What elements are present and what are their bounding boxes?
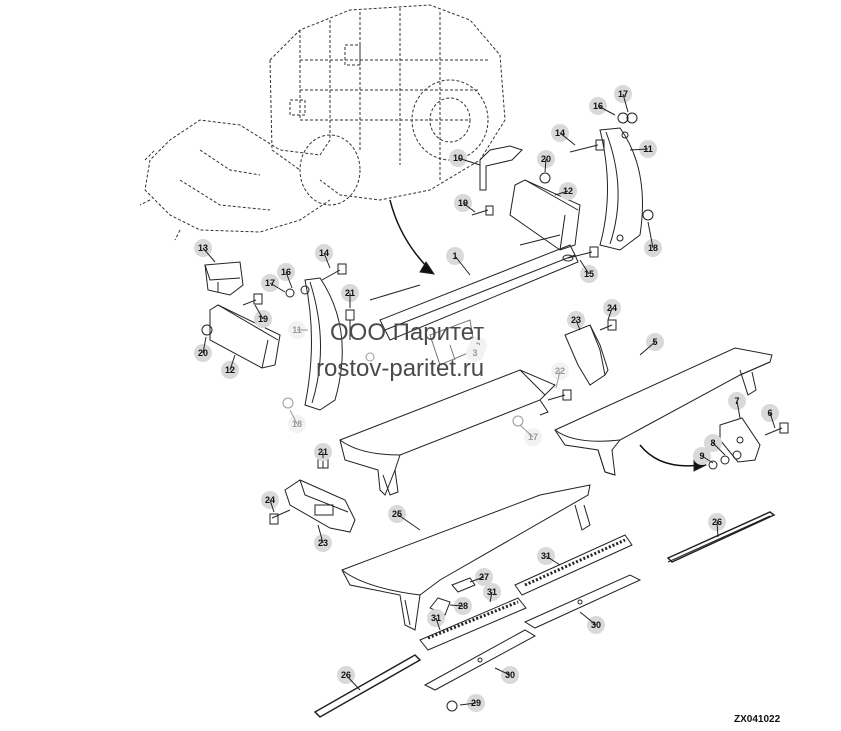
leader-line <box>323 252 331 269</box>
clip-part <box>451 577 476 593</box>
bracket-part <box>479 145 523 191</box>
leader-line <box>459 702 477 706</box>
leader-line <box>469 576 485 583</box>
flat-plate-part <box>423 574 642 691</box>
shield-right-part <box>509 179 581 251</box>
watermark-company: ООО Паритет <box>330 319 484 346</box>
leader-line <box>449 604 464 607</box>
leader-line <box>462 202 476 213</box>
leader-line <box>554 190 569 196</box>
leader-line <box>639 341 656 356</box>
leader-line <box>545 555 561 566</box>
leader-line <box>254 304 264 320</box>
leader-line <box>622 93 629 113</box>
block-left-part <box>284 479 356 533</box>
leader-line <box>575 319 581 331</box>
leader-line <box>229 354 236 371</box>
seal-strip-left-part <box>313 654 422 718</box>
leader-line <box>457 157 481 166</box>
leader-line <box>489 591 493 603</box>
callout-number: 3 <box>472 348 477 358</box>
leader-line <box>345 674 361 691</box>
leader-line <box>712 442 726 456</box>
leader-line <box>317 524 324 544</box>
tray-left-part <box>339 369 556 496</box>
main-tray-part <box>341 484 591 631</box>
assembly-arrow <box>389 199 431 271</box>
leader-line <box>769 412 776 429</box>
leader-line <box>555 370 561 389</box>
cover-arrow <box>639 444 701 467</box>
leader-line <box>435 617 441 631</box>
small-bracket-part <box>204 261 244 296</box>
leader-line <box>579 611 597 626</box>
leader-line <box>736 400 741 419</box>
leader-line <box>285 271 293 289</box>
curved-plate-right-part <box>599 127 643 251</box>
bolts <box>242 139 789 525</box>
leader-line <box>607 307 613 321</box>
curved-plate-left-part <box>304 277 343 411</box>
leader-line <box>559 132 576 146</box>
callout-bubble <box>466 344 484 362</box>
leader-line <box>269 282 286 293</box>
support-bar-part <box>369 234 579 341</box>
leader-lines <box>202 93 776 706</box>
leader-line <box>454 255 471 276</box>
seal-strip-right-part <box>666 511 776 563</box>
shield-left-part <box>209 304 281 369</box>
leader-line <box>289 409 298 425</box>
leader-line <box>202 247 216 263</box>
leader-line <box>544 158 547 173</box>
watermark-url: rostov-paritet.ru <box>316 355 484 382</box>
figure-code: ZX041022 <box>734 714 781 725</box>
plate-part <box>719 417 761 463</box>
leader-line <box>494 667 511 676</box>
leader-line <box>716 521 719 538</box>
leader-line <box>701 455 714 464</box>
leader-line <box>579 259 590 275</box>
engine-assembly <box>139 4 506 241</box>
tray-right-part <box>554 347 773 476</box>
brush-strip-part <box>419 534 633 651</box>
leader-line <box>396 513 421 531</box>
leader-line <box>647 221 654 249</box>
leader-line <box>269 499 275 513</box>
leader-line <box>597 105 616 116</box>
leader-line <box>202 336 207 354</box>
leader-line <box>519 424 534 438</box>
washers-and-nuts <box>201 112 742 712</box>
leader-line <box>629 148 649 151</box>
block-right-part <box>564 324 609 386</box>
